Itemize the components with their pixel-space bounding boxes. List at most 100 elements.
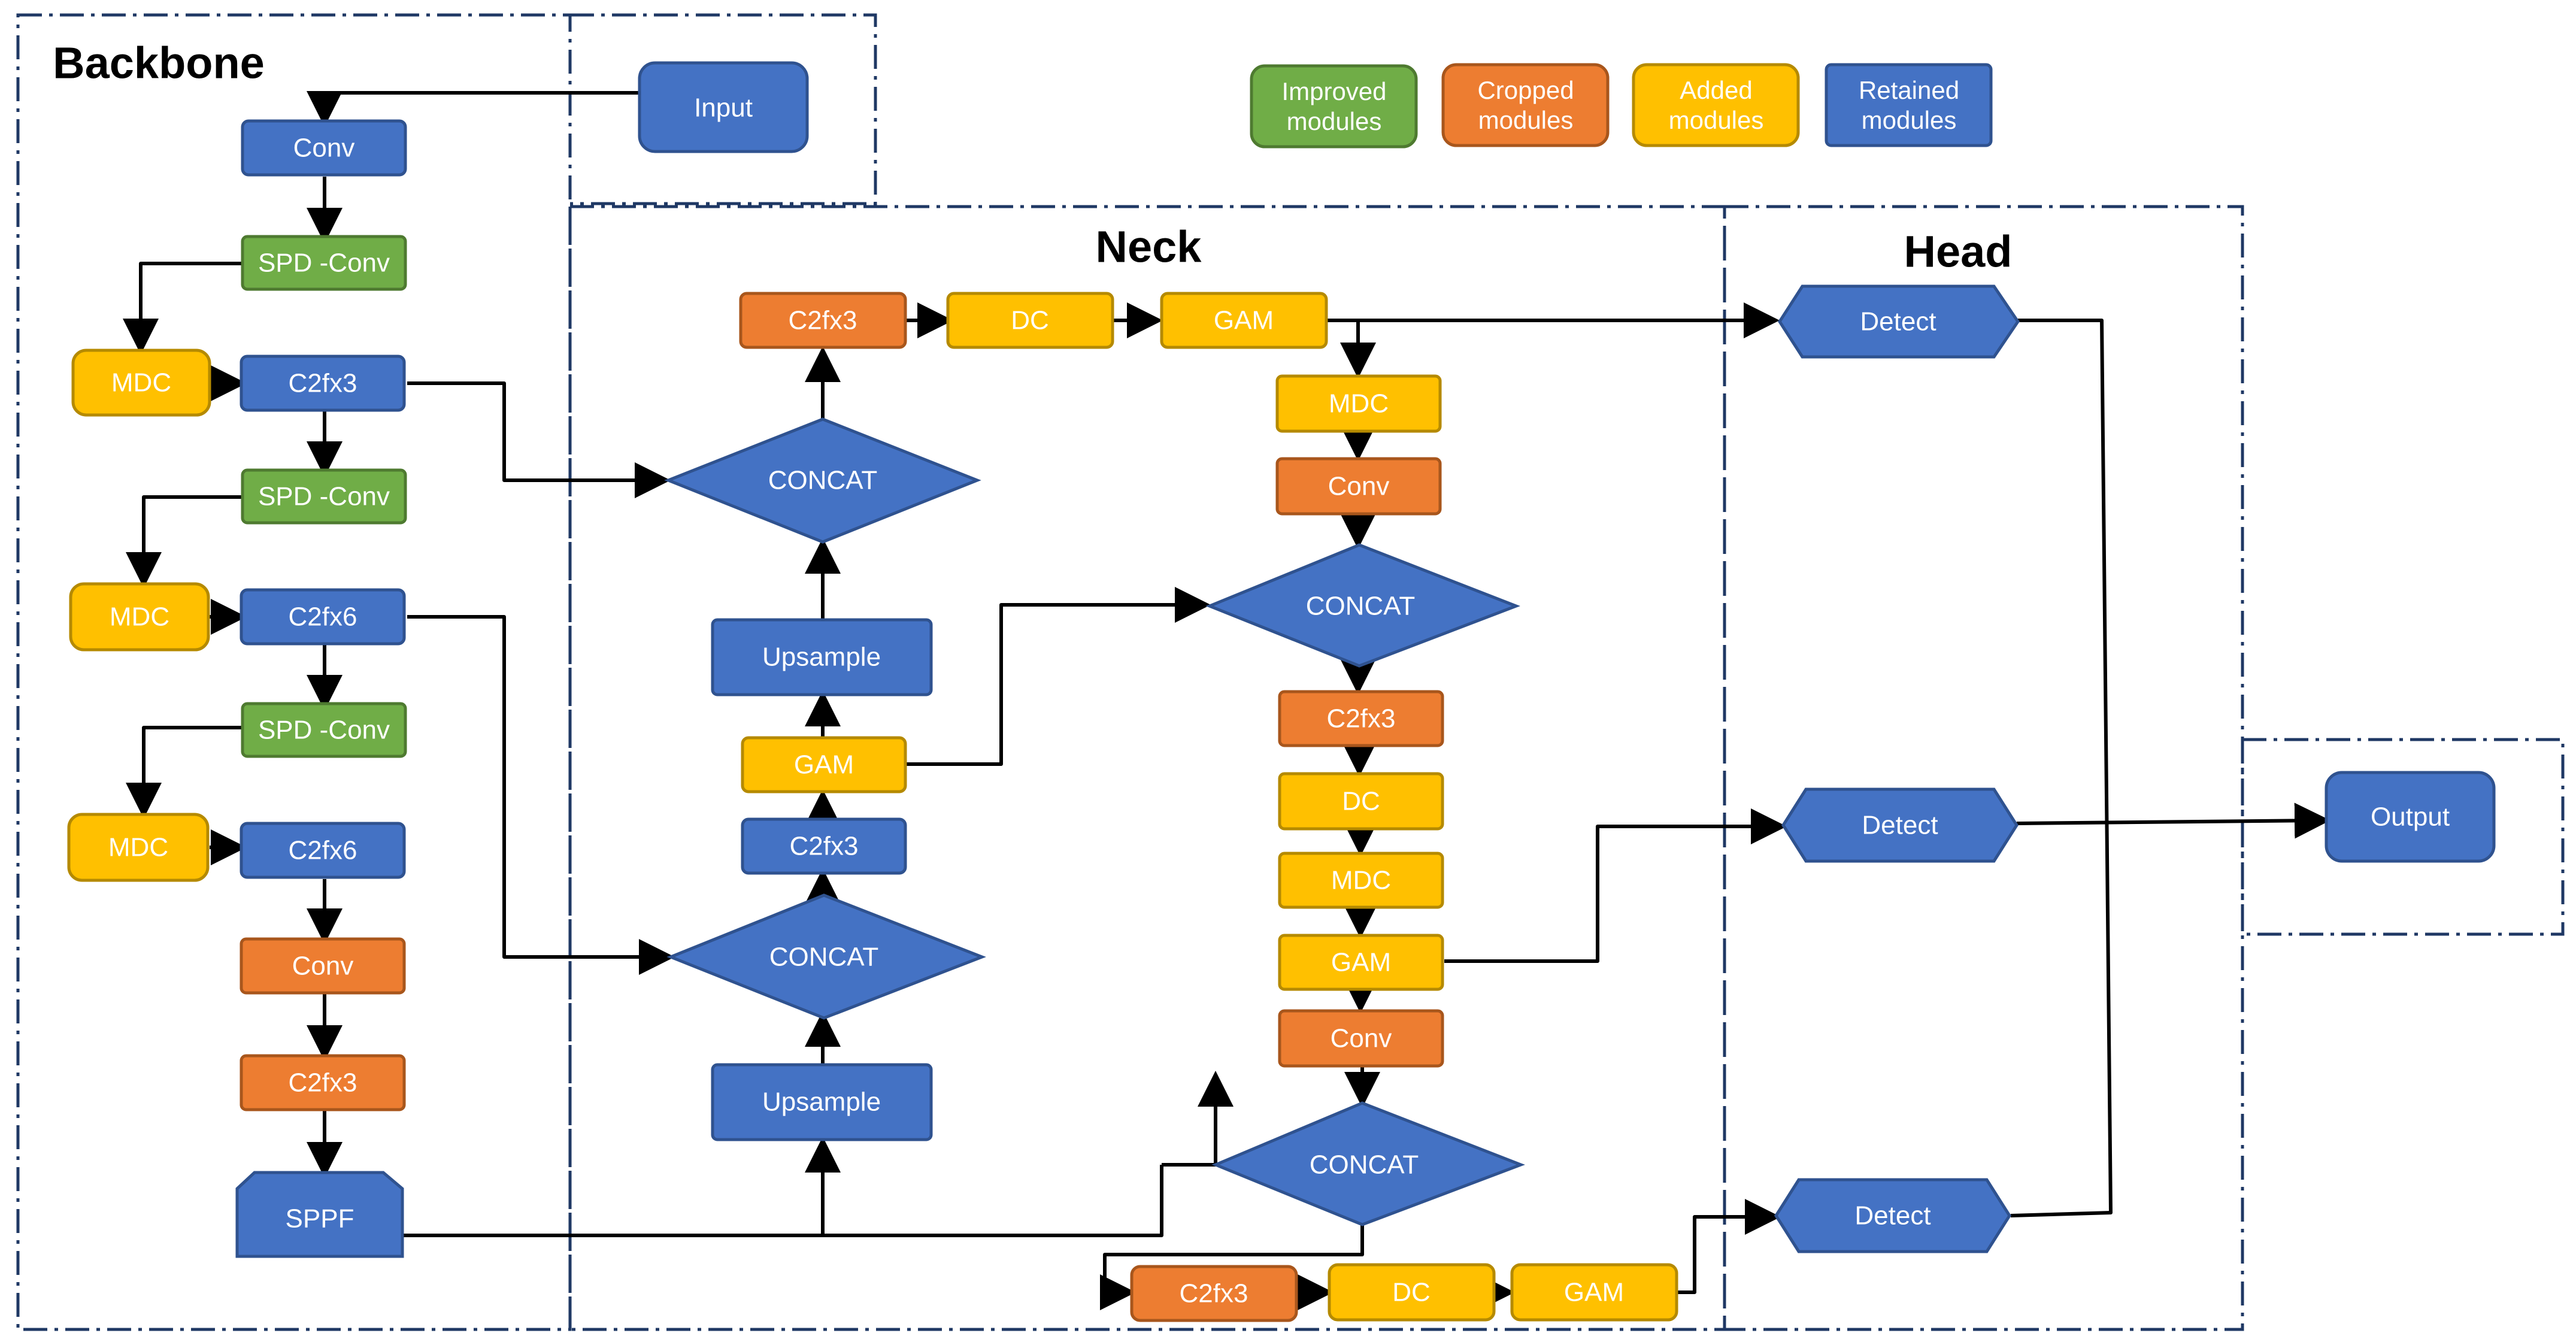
nk-concat1-node bbox=[664, 417, 981, 544]
edge-sppf-concat4 bbox=[1162, 1071, 1234, 1167]
nk-gam-top-node bbox=[1160, 292, 1328, 349]
nk-dc-top-node bbox=[946, 292, 1114, 349]
detect1-label: Detect bbox=[1860, 307, 1936, 337]
nk-c2f3-r-node bbox=[1278, 690, 1444, 747]
nk-gam-r-node bbox=[1278, 934, 1444, 991]
legend-improved-swatch bbox=[1250, 64, 1418, 149]
nk-concat4-label: CONCAT bbox=[1310, 1150, 1419, 1180]
bb-spd1-label: SPD -Conv bbox=[258, 249, 390, 278]
edge-concat4-c2f3bot bbox=[1100, 1225, 1364, 1310]
head-region bbox=[1723, 205, 2244, 1331]
edges bbox=[123, 91, 2330, 1310]
backbone-title: Backbone bbox=[53, 38, 265, 88]
bb-spd3-label: SPD -Conv bbox=[258, 716, 390, 745]
bb-mdc2-label: MDC bbox=[110, 602, 169, 632]
nk-concat3-label: CONCAT bbox=[1306, 592, 1416, 621]
bb-c2f6a-label: C2fx6 bbox=[289, 602, 357, 632]
bb-mdc2-node bbox=[69, 582, 210, 652]
neck-region bbox=[568, 205, 1726, 1331]
bb-conv1-node bbox=[241, 119, 407, 177]
nk-dc-top-label: DC bbox=[1011, 306, 1049, 335]
edge-detect1-output bbox=[2010, 319, 2113, 1217]
nk-concat1-label: CONCAT bbox=[768, 466, 878, 495]
sppf-node bbox=[235, 1171, 404, 1258]
nk-dc-bot-node bbox=[1328, 1263, 1496, 1322]
nk-dc-bot-label: DC bbox=[1392, 1278, 1431, 1307]
nk-c2f3-r-label: C2fx3 bbox=[1327, 704, 1396, 734]
section-boundaries bbox=[16, 13, 2565, 1331]
backbone-region bbox=[16, 13, 572, 1331]
bb-c2f3-node bbox=[240, 355, 406, 412]
nk-c2f3-top-label: C2fx3 bbox=[789, 306, 857, 335]
nk-gam-bot-label: GAM bbox=[1564, 1278, 1624, 1307]
legend-cropped-swatch bbox=[1441, 63, 1610, 147]
bb-c2f6b-node bbox=[240, 822, 406, 879]
nk-concat2-node bbox=[666, 893, 986, 1020]
bb-conv2-node bbox=[240, 937, 406, 995]
edge-gambot-detect3 bbox=[1677, 1199, 1781, 1294]
sppf-label: SPPF bbox=[286, 1204, 354, 1234]
edge-c2f6a-concat2 bbox=[407, 615, 675, 975]
edge-gamr-detect2 bbox=[1444, 808, 1787, 963]
nk-gam-mid-node bbox=[741, 736, 907, 793]
detect1-node bbox=[1778, 284, 2020, 359]
nk-conv-r2-node bbox=[1278, 1009, 1444, 1068]
nk-mdc-r2-node bbox=[1278, 852, 1444, 909]
nk-c2f3-bot-node bbox=[1130, 1265, 1298, 1322]
edge-c2f3-concat1 bbox=[407, 381, 671, 498]
input-node-label: Input bbox=[694, 93, 753, 123]
nk-conv-r1-node bbox=[1275, 457, 1442, 516]
output-node bbox=[2325, 771, 2496, 863]
input-node bbox=[638, 61, 809, 153]
bb-conv1-label: Conv bbox=[293, 134, 355, 163]
nk-upsample1-label: Upsample bbox=[762, 643, 881, 672]
edge-detect2-output bbox=[2016, 802, 2330, 839]
bb-c2f6b-label: C2fx6 bbox=[289, 836, 357, 865]
bb-spd2-label: SPD -Conv bbox=[258, 482, 390, 511]
nk-c2f3-bot-label: C2fx3 bbox=[1180, 1279, 1248, 1308]
nk-c2f3-mid-node bbox=[741, 817, 907, 875]
nk-upsample1-node bbox=[711, 618, 933, 696]
nk-gam-mid-label: GAM bbox=[794, 750, 854, 780]
edge-spd1-mdc1 bbox=[123, 262, 243, 355]
bb-c2f3b-label: C2fx3 bbox=[289, 1068, 357, 1098]
edge-input-conv bbox=[307, 91, 640, 127]
bb-c2f3b-node bbox=[240, 1054, 406, 1111]
bb-spd1-node bbox=[241, 235, 407, 291]
detect3-label: Detect bbox=[1854, 1201, 1931, 1231]
bb-mdc1-label: MDC bbox=[111, 368, 171, 398]
detect3-node bbox=[1774, 1178, 2011, 1253]
detect2-node bbox=[1781, 787, 2019, 863]
bb-mdc3-label: MDC bbox=[108, 833, 168, 862]
nk-dc-r-label: DC bbox=[1342, 787, 1380, 816]
output-region bbox=[2241, 738, 2565, 936]
bb-c2f6a-node bbox=[240, 588, 406, 646]
output-node-label: Output bbox=[2371, 802, 2450, 832]
head-title: Head bbox=[1904, 227, 2013, 277]
nk-conv-r2-label: Conv bbox=[1331, 1024, 1392, 1053]
nk-concat2-label: CONCAT bbox=[769, 943, 879, 972]
bb-mdc3-node bbox=[67, 813, 210, 882]
detect2-label: Detect bbox=[1862, 811, 1938, 840]
nk-mdc-r1-label: MDC bbox=[1329, 389, 1389, 419]
nk-conv-r1-label: Conv bbox=[1328, 472, 1390, 501]
nk-dc-r-node bbox=[1278, 772, 1444, 831]
neck-title: Neck bbox=[1096, 222, 1202, 272]
edge-spd2-mdc2 bbox=[126, 495, 243, 588]
nk-upsample2-label: Upsample bbox=[762, 1087, 881, 1117]
nk-mdc-r2-label: MDC bbox=[1331, 866, 1391, 895]
legend-retained-swatch bbox=[1825, 63, 1993, 147]
bb-conv2-label: Conv bbox=[292, 952, 354, 981]
nk-concat4-node bbox=[1211, 1101, 1525, 1226]
nk-c2f3-top-node bbox=[739, 292, 907, 349]
edge-gammid-concat3 bbox=[905, 587, 1211, 766]
bb-c2f3-label: C2fx3 bbox=[289, 369, 357, 398]
